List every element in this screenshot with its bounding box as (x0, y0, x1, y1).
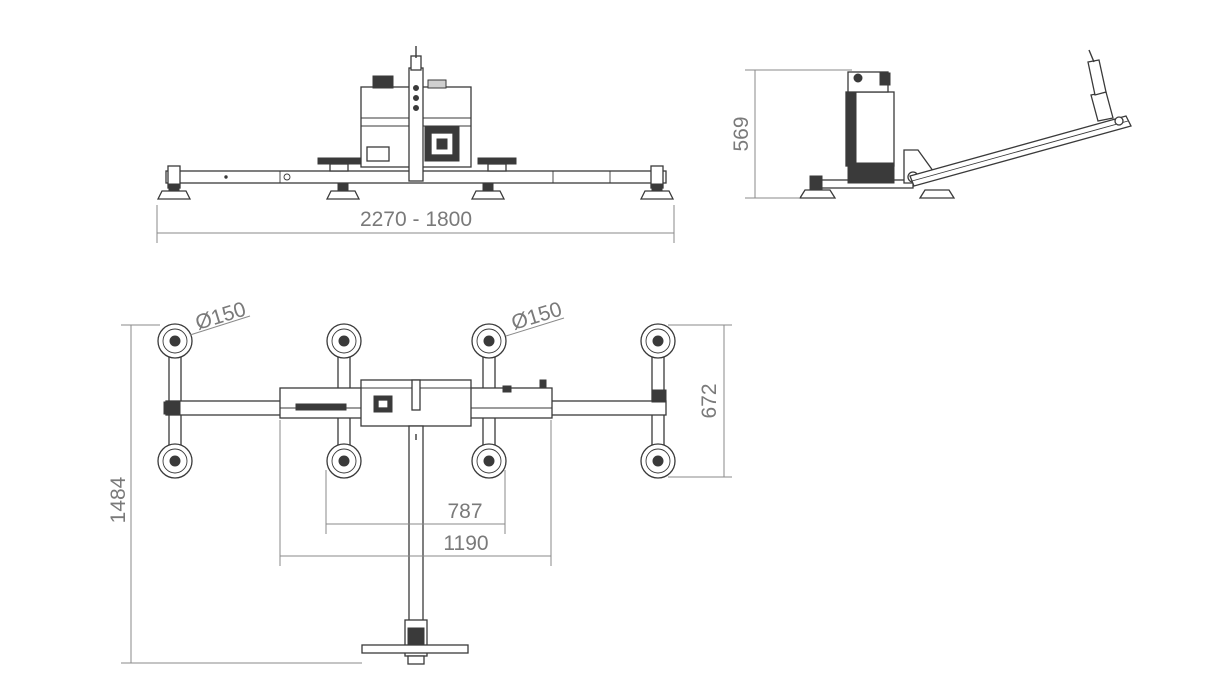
front-suction-cup-4 (639, 183, 675, 200)
top-suction-cup-1 (157, 323, 193, 359)
top-suction-cup-5 (157, 443, 193, 479)
top-suction-cup-6 (326, 443, 362, 479)
dimension-beam-center: 1190 (279, 420, 552, 566)
side-height-label: 569 (730, 116, 753, 151)
front-suction-cup-2 (325, 182, 361, 200)
top-suction-cup-7 (471, 443, 507, 479)
front-suction-cup-3 (470, 182, 506, 200)
top-t-handle (361, 644, 469, 654)
top-suction-cup-8 (640, 443, 676, 479)
top-view (157, 323, 676, 665)
pad-diameter-left-label: Ø150 (193, 298, 249, 335)
dimension-top-length: 1484 (107, 324, 362, 664)
dimension-pad-diameter-right: Ø150 (505, 298, 565, 337)
front-suction-cup-1 (156, 183, 192, 200)
beam-center-label: 1190 (443, 532, 488, 555)
inner-spacing-label: 787 (447, 500, 482, 523)
top-length-label: 1484 (107, 476, 130, 523)
dimension-front-width: 2270 - 1800 (156, 205, 675, 243)
dimension-pad-diameter-left: Ø150 (189, 298, 251, 336)
pad-diameter-right-label: Ø150 (509, 298, 565, 335)
dimension-top-depth: 672 (668, 324, 732, 478)
top-suction-cup-4 (640, 323, 676, 359)
front-width-label: 2270 - 1800 (360, 208, 472, 231)
top-suction-cup-3 (471, 323, 507, 359)
side-view (798, 49, 1132, 199)
front-view (156, 46, 675, 200)
top-suction-cup-2 (326, 323, 362, 359)
top-depth-label: 672 (698, 383, 721, 418)
dimension-inner-spacing: 787 (325, 470, 506, 534)
dimension-side-height: 569 (730, 69, 852, 199)
front-handle (408, 67, 424, 182)
side-suction-cup-2 (918, 189, 956, 199)
side-suction-cup-1 (798, 189, 837, 199)
